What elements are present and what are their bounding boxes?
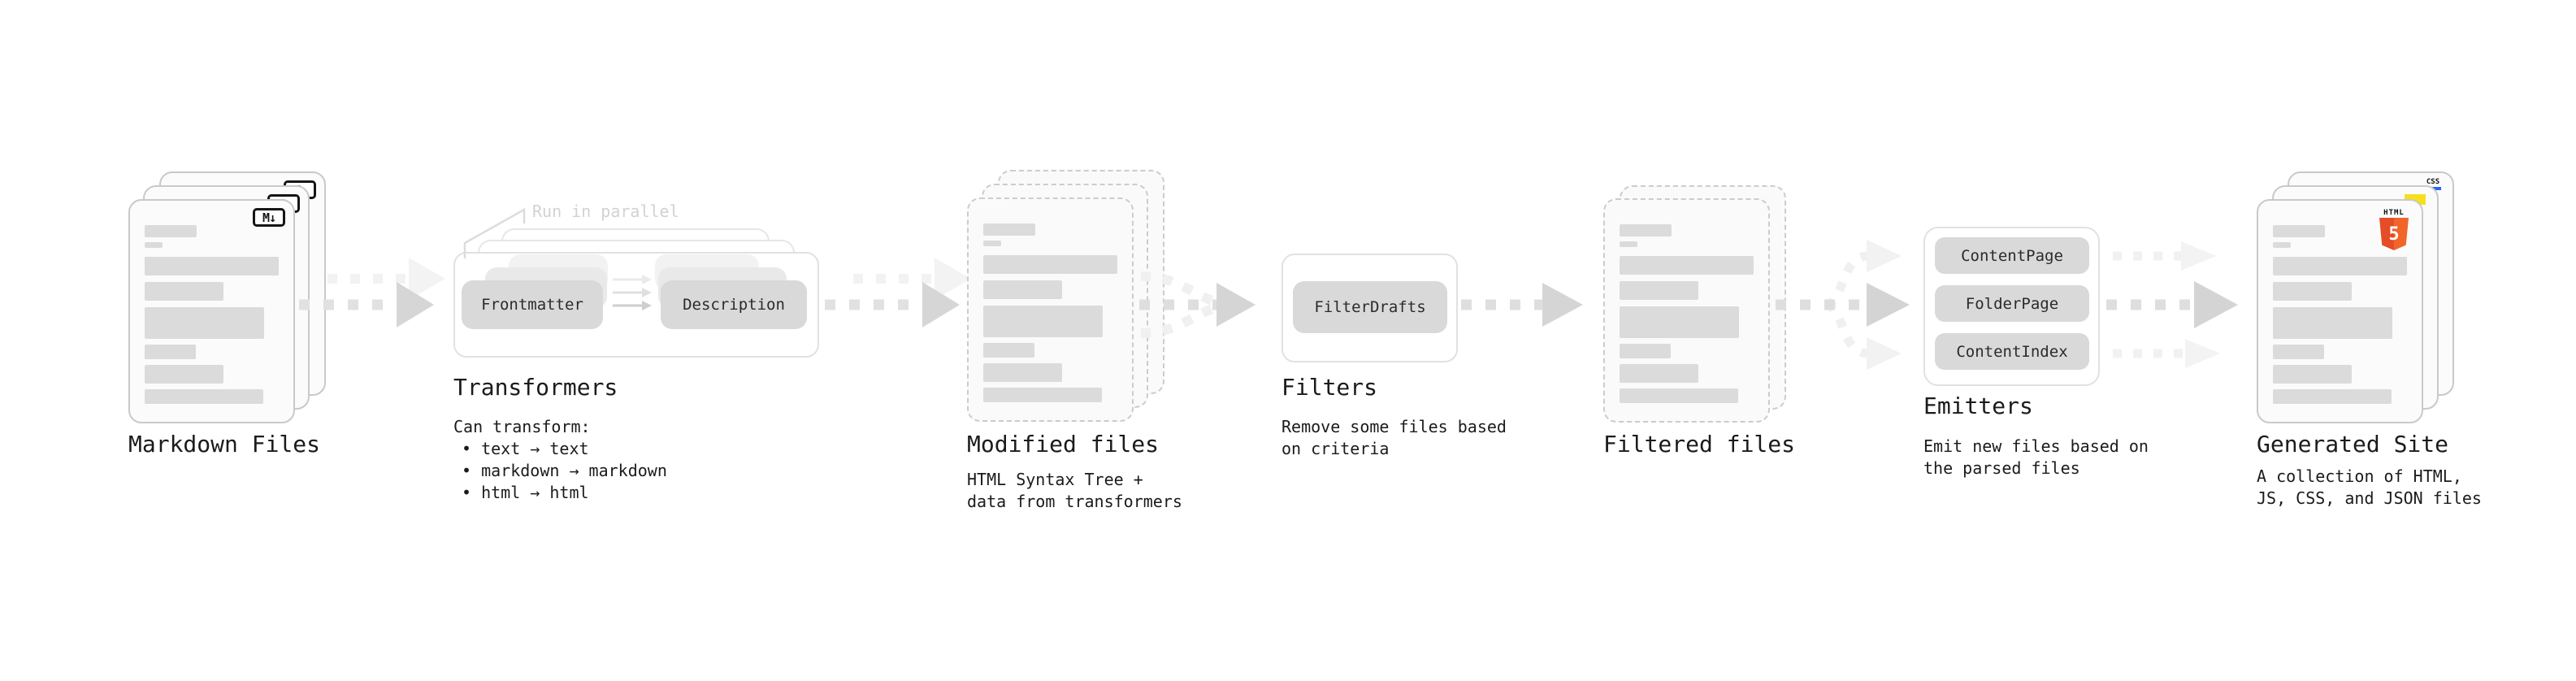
flow-arrow-modified-to-filters xyxy=(1139,271,1255,338)
flow-arrow-filters-to-filtered xyxy=(1461,283,1583,327)
text-line-bar xyxy=(145,365,223,384)
text-line-bar xyxy=(145,389,263,404)
modified-files-label: Modified files xyxy=(967,431,1160,458)
text-line-bar xyxy=(145,307,264,339)
text-line-bar xyxy=(2273,345,2324,359)
text-line-bar xyxy=(1620,281,1698,300)
flow-arrow-emitters-to-site xyxy=(2106,241,2238,368)
filters-title: Filters xyxy=(1281,374,1378,401)
text-line-bar xyxy=(145,242,163,248)
transformers-desc-heading: Can transform: xyxy=(453,417,591,436)
text-line-bar xyxy=(2273,389,2392,404)
transformer-inner-arrows xyxy=(613,275,652,310)
generated-site-label: Generated Site xyxy=(2257,431,2449,458)
text-line-bar xyxy=(2273,282,2352,301)
modified-files-desc-line2: data from transformers xyxy=(967,492,1182,511)
filtered-files-label: Filtered files xyxy=(1603,431,1796,458)
folderpage-box: FolderPage xyxy=(1935,285,2089,322)
text-line-bar xyxy=(983,241,1001,246)
frontmatter-box: Frontmatter xyxy=(462,280,603,329)
text-line-bar xyxy=(2273,242,2291,248)
emitters-desc-line2: the parsed files xyxy=(1923,458,2080,478)
text-line-bar xyxy=(1620,241,1637,247)
contentpage-box: ContentPage xyxy=(1935,237,2089,274)
filterdrafts-box: FilterDrafts xyxy=(1293,281,1447,333)
modified-files-desc-line1: HTML Syntax Tree + xyxy=(967,470,1143,489)
text-line-bar xyxy=(1620,364,1698,383)
transformers-title: Transformers xyxy=(453,374,618,401)
text-line-bar xyxy=(145,257,279,275)
markdown-icon: M↓ xyxy=(253,208,285,227)
text-line-bar xyxy=(145,345,196,359)
text-line-bar xyxy=(2273,225,2325,237)
text-line-bar xyxy=(1620,344,1671,358)
generated-site-desc-line1: A collection of HTML, xyxy=(2257,466,2462,486)
html5-icon-label: HTML xyxy=(2383,209,2405,217)
html5-number: 5 xyxy=(2388,223,2400,245)
description-box: Description xyxy=(661,280,807,329)
contentindex-box: ContentIndex xyxy=(1935,333,2089,370)
run-in-parallel-callout-line xyxy=(463,207,526,258)
text-line-bar xyxy=(2273,307,2392,339)
text-line-bar xyxy=(983,223,1035,236)
transformers-bullet: • html → html xyxy=(462,483,589,502)
text-line-bar xyxy=(145,225,197,237)
text-line-bar xyxy=(2273,365,2352,384)
transformers-bullet: • text → text xyxy=(462,439,589,458)
flow-arrow-markdown-to-transformers xyxy=(299,258,445,327)
text-line-bar xyxy=(983,343,1034,358)
emitters-desc-line1: Emit new files based on xyxy=(1923,436,2149,456)
text-line-bar xyxy=(983,306,1103,337)
text-line-bar xyxy=(983,388,1102,402)
filters-desc-line2: on criteria xyxy=(1281,439,1390,458)
filters-desc-line1: Remove some files based xyxy=(1281,417,1507,436)
transformers-bullet: • markdown → markdown xyxy=(462,461,667,480)
text-line-bar xyxy=(1620,224,1672,236)
text-line-bar xyxy=(2273,257,2407,275)
text-line-bar xyxy=(1620,256,1754,275)
text-line-bar xyxy=(983,280,1062,299)
text-line-bar xyxy=(1620,388,1738,403)
text-line-bar xyxy=(983,363,1062,382)
generated-site-desc-line2: JS, CSS, and JSON files xyxy=(2257,488,2482,508)
text-line-bar xyxy=(1620,306,1739,338)
filtered-doc-front xyxy=(1603,198,1770,423)
flow-arrow-transformers-to-modified xyxy=(825,258,971,327)
html5-shield: 5 xyxy=(2379,218,2409,250)
html5-icon: HTML 5 xyxy=(2378,209,2410,250)
text-line-bar xyxy=(145,282,223,301)
flow-arrow-filtered-to-emitters xyxy=(1776,240,1910,370)
css-icon-label: CSS xyxy=(2426,178,2440,186)
emitters-title: Emitters xyxy=(1923,393,2033,419)
text-line-bar xyxy=(983,255,1117,274)
markdown-files-label: Markdown Files xyxy=(128,431,321,458)
site-doc-html: HTML 5 xyxy=(2257,199,2423,423)
run-in-parallel-note: Run in parallel xyxy=(532,202,679,221)
markdown-doc-front: M↓ xyxy=(128,199,295,423)
modified-doc-front xyxy=(967,197,1134,422)
